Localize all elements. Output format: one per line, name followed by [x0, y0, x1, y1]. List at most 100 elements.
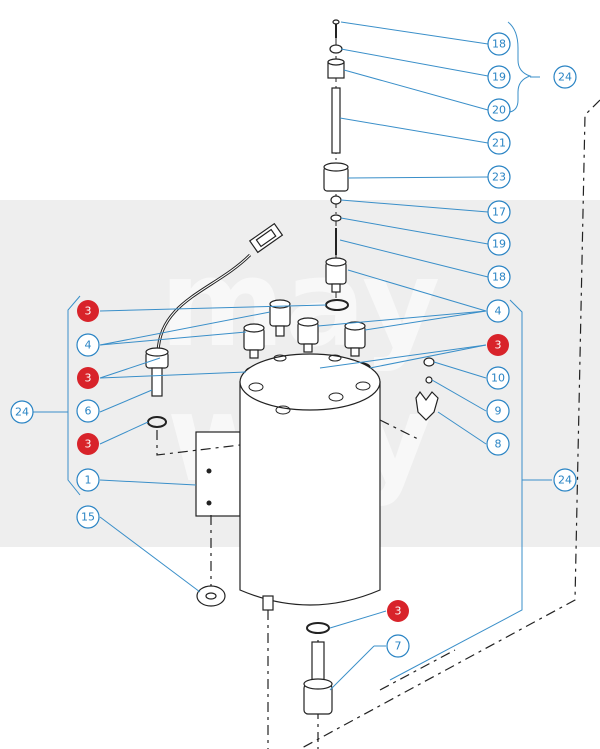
callout-17: 17	[487, 200, 511, 224]
part-20-nut	[327, 58, 345, 79]
callout-1: 1	[76, 468, 100, 492]
callout-circle	[386, 634, 410, 658]
bracket-24-top	[507, 21, 532, 113]
callout-18: 18	[487, 32, 511, 56]
callout-circle	[487, 131, 511, 155]
callout-9: 9	[486, 399, 510, 423]
callout-circle	[486, 399, 510, 423]
callout-number: 3	[395, 605, 402, 618]
callout-6: 6	[76, 399, 100, 423]
callout-number: 18	[492, 271, 506, 284]
callout-circle	[486, 366, 510, 390]
callout-21: 21	[487, 131, 511, 155]
callout-circle	[77, 300, 99, 322]
part-19-washer	[329, 44, 343, 54]
part-7-valve	[303, 641, 333, 715]
frame-segment	[379, 649, 456, 691]
callout-number: 10	[491, 372, 505, 385]
part-10-nut	[423, 357, 435, 367]
callout-number: 24	[15, 406, 29, 419]
callout-circle	[487, 334, 509, 356]
callout-number: 17	[492, 206, 506, 219]
callout-circle	[487, 200, 511, 224]
callout-circle	[486, 432, 510, 456]
callout-circle	[553, 65, 577, 89]
callout-3: 3	[77, 300, 99, 322]
callout-4: 4	[486, 299, 510, 323]
callout-number: 18	[492, 38, 506, 51]
callout-15: 15	[76, 505, 100, 529]
callout-number: 3	[85, 372, 92, 385]
part-4-knob-e	[344, 321, 366, 357]
part-15-washer	[196, 585, 226, 607]
callout-18: 18	[487, 265, 511, 289]
part-8-clip	[415, 390, 439, 421]
axis-probe	[156, 430, 241, 456]
callout-circle	[77, 433, 99, 455]
callout-circle	[487, 65, 511, 89]
sensor-cable	[156, 222, 284, 353]
callout-circle	[77, 367, 99, 389]
part-9-washer	[425, 376, 433, 384]
part-4-knob-c	[297, 317, 319, 353]
callout-23: 23	[487, 165, 511, 189]
callout-circle	[487, 265, 511, 289]
part-18-screw	[332, 19, 340, 38]
callout-circle	[387, 600, 409, 622]
callout-7: 7	[386, 634, 410, 658]
callout-number: 15	[81, 511, 95, 524]
callout-number: 3	[85, 438, 92, 451]
callout-number: 20	[492, 104, 506, 117]
callout-8: 8	[486, 432, 510, 456]
callout-19: 19	[487, 232, 511, 256]
callout-number: 19	[492, 71, 506, 84]
callout-24: 24	[553, 468, 577, 492]
callout-circle	[76, 505, 100, 529]
callout-circle	[10, 400, 34, 424]
callout-circle	[76, 399, 100, 423]
part-4-knob-a	[269, 299, 291, 337]
callout-circle	[487, 32, 511, 56]
callout-number: 3	[85, 305, 92, 318]
callout-number: 6	[85, 405, 92, 418]
callout-number: 9	[495, 405, 502, 418]
callout-number: 21	[492, 137, 506, 150]
callout-number: 19	[492, 238, 506, 251]
callout-circle	[487, 98, 511, 122]
part-19-washer-lower	[330, 214, 342, 222]
callout-number: 7	[395, 640, 402, 653]
part-21-rod	[331, 87, 341, 154]
callout-10: 10	[486, 366, 510, 390]
callout-3: 3	[487, 334, 509, 356]
part-17-ring	[330, 195, 342, 205]
callout-24: 24	[10, 400, 34, 424]
bracket-24-right	[389, 299, 523, 681]
callout-number: 3	[495, 339, 502, 352]
callout-number: 8	[495, 438, 502, 451]
callout-number: 4	[495, 305, 502, 318]
part-3-oring-bottom	[306, 622, 330, 634]
part-23-fitting	[323, 162, 349, 192]
callout-circle	[76, 468, 100, 492]
callout-circle	[553, 468, 577, 492]
callout-circle	[76, 333, 100, 357]
callout-circle	[486, 299, 510, 323]
bracket-24-left	[67, 295, 81, 496]
callout-number: 1	[85, 474, 92, 487]
callout-circle	[487, 232, 511, 256]
callout-labels: 18 19 24 20 21 23 17 19 18 3 4 4 3 3 10 24 6 9 3 8 1 24 15 3 7	[10, 32, 577, 658]
callout-4: 4	[76, 333, 100, 357]
callout-number: 24	[558, 71, 572, 84]
callout-3: 3	[77, 367, 99, 389]
callout-3: 3	[387, 600, 409, 622]
callout-3: 3	[77, 433, 99, 455]
callout-24: 24	[553, 65, 577, 89]
mounting-bracket	[195, 431, 241, 517]
part-4-knob-d	[325, 257, 347, 293]
part-6-probe	[145, 347, 169, 397]
callout-19: 19	[487, 65, 511, 89]
part-4-knob-b	[243, 323, 265, 359]
callout-20: 20	[487, 98, 511, 122]
